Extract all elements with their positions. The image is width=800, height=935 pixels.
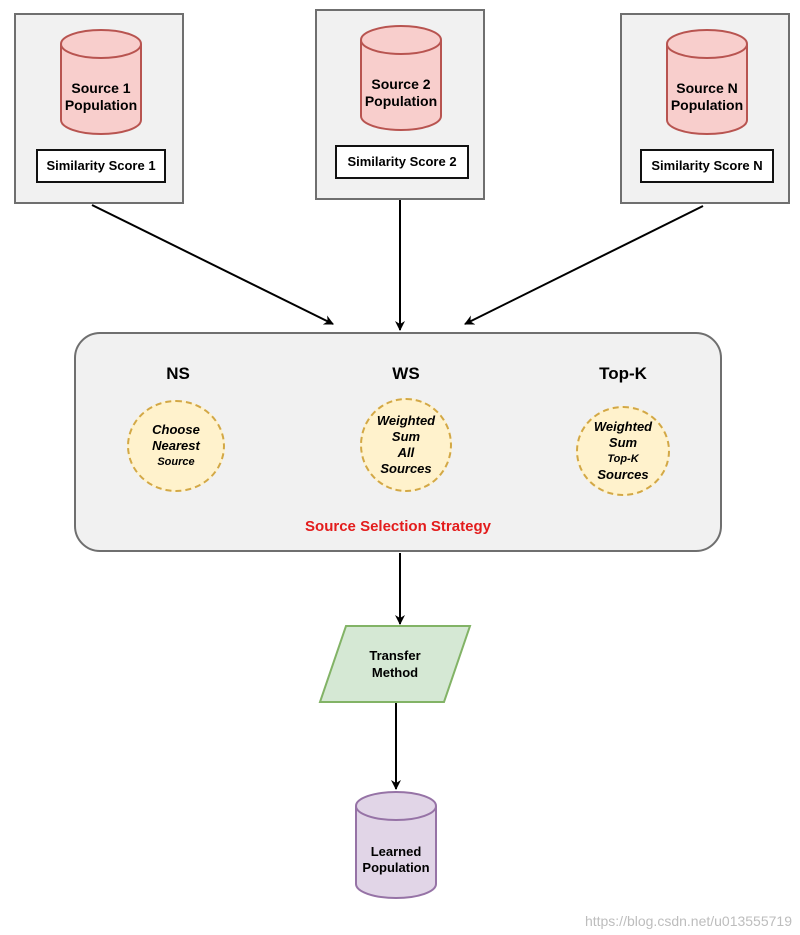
transfer-line-2: Method [371, 665, 419, 680]
source-1-label-line1: Source 1 [71, 80, 131, 96]
arrow-sourceN-to-strategy [464, 205, 704, 325]
similarity-score-n: Similarity Score N [640, 149, 774, 183]
source-n-label-line1: Source N [676, 80, 738, 96]
ws-line-2: Sum [391, 429, 421, 444]
learned-line-1: Learned [370, 844, 422, 859]
strategy-heading-ns: NS [166, 364, 190, 383]
source-1-box: Source 1 Population Similarity Score 1 [14, 13, 184, 204]
transfer-line-1: Transfer [369, 648, 421, 663]
topk-line-2: Sum [608, 435, 638, 450]
source-2-label-line2: Population [364, 93, 438, 109]
ws-line-1: Weighted [376, 413, 436, 428]
source-1-cylinder: Source 1 Population [60, 29, 142, 135]
topk-line-3: Top-K [607, 453, 639, 465]
ws-line-4: Sources [380, 461, 432, 476]
arrow-source1-to-strategy [91, 204, 334, 325]
transfer-method-label: Transfer Method [320, 626, 470, 702]
topk-line-4: Sources [597, 467, 649, 482]
transfer-method-shape [318, 625, 472, 703]
source-selection-strategy-box: NS WS Top-K Choose Nearest Source Weight… [74, 332, 722, 552]
source-2-cylinder: Source 2 Population [360, 25, 442, 131]
similarity-score-1: Similarity Score 1 [36, 149, 166, 183]
similarity-score-2: Similarity Score 2 [335, 145, 469, 179]
ws-line-3: All [397, 445, 415, 460]
topk-line-1: Weighted [593, 419, 653, 434]
source-n-cylinder: Source N Population [666, 29, 748, 135]
learned-population-cylinder: Learned Population [355, 791, 437, 899]
strategy-circle-ns: Choose Nearest Source [127, 400, 225, 492]
strategy-heading-topk: Top-K [599, 364, 647, 383]
source-1-label-line2: Population [64, 97, 138, 113]
ns-line-3: Source [157, 456, 195, 468]
source-n-label-line2: Population [670, 97, 744, 113]
strategy-circle-topk: Weighted Sum Top-K Sources [576, 406, 670, 496]
strategy-heading-ws: WS [392, 364, 420, 383]
source-2-label-line1: Source 2 [371, 76, 431, 92]
strategy-title: Source Selection Strategy [305, 518, 491, 535]
learned-line-2: Population [362, 860, 430, 875]
source-2-box: Source 2 Population Similarity Score 2 [315, 9, 485, 200]
watermark-url: https://blog.csdn.net/u013555719 [584, 913, 792, 929]
source-n-box: Source N Population Similarity Score N [620, 13, 790, 204]
ns-line-2: Nearest [152, 438, 200, 453]
ns-line-1: Choose [152, 422, 200, 437]
strategy-circle-ws: Weighted Sum All Sources [360, 398, 452, 492]
